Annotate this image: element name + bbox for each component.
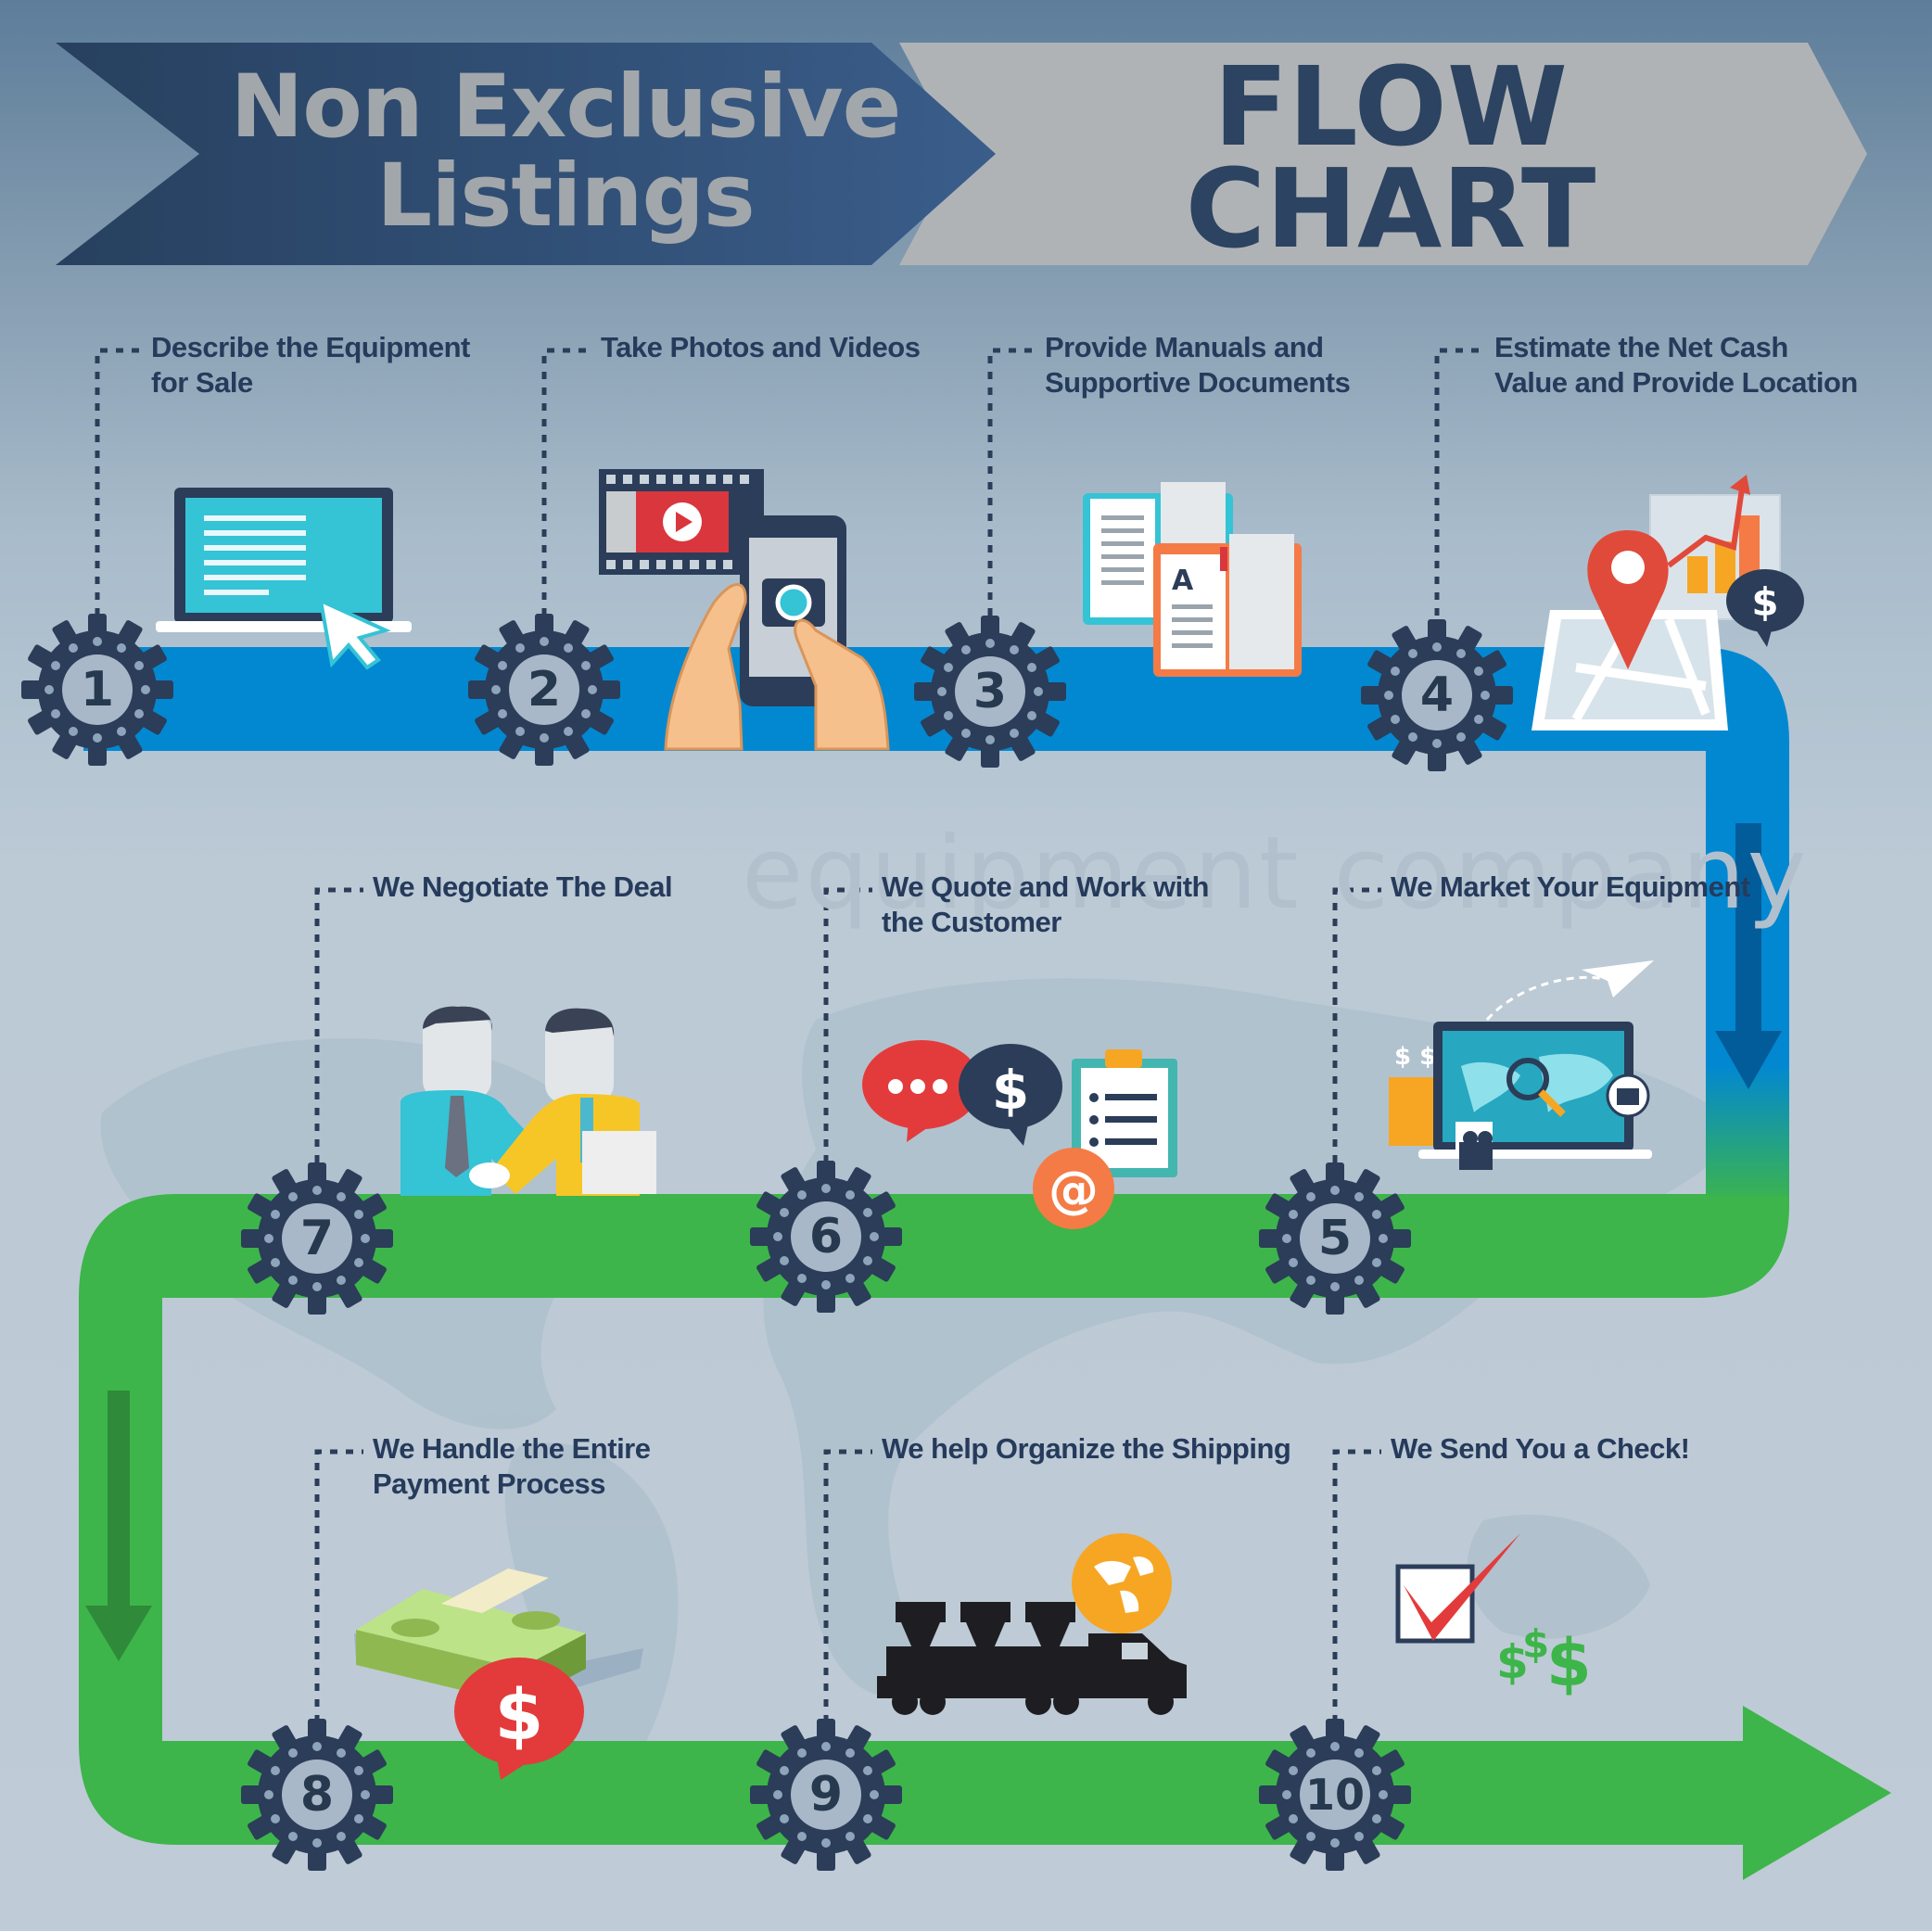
title-banner-left bbox=[56, 43, 996, 265]
step-5-label: We Market Your Equipment bbox=[1391, 870, 1750, 903]
svg-text:$ $: $ $ bbox=[1394, 1043, 1436, 1071]
title-non-exclusive-listings: Non Exclusive Listings bbox=[230, 57, 902, 247]
svg-text:$: $ bbox=[1496, 1635, 1529, 1689]
svg-text:A: A bbox=[1172, 565, 1194, 597]
handshake-icon bbox=[400, 1006, 656, 1196]
svg-text:$: $ bbox=[495, 1673, 544, 1756]
step-8-number: 8 bbox=[299, 1767, 335, 1823]
step-9-label: We help Organize the Shipping bbox=[882, 1432, 1291, 1465]
step-2-number: 2 bbox=[527, 662, 562, 718]
step-10-number: 10 bbox=[1304, 1770, 1365, 1820]
laptop-icon bbox=[156, 488, 412, 670]
world-map-monitor-icon: $ $ bbox=[1389, 960, 1654, 1170]
company-watermark: equipment company bbox=[742, 816, 1809, 932]
step-5-number: 5 bbox=[1317, 1211, 1353, 1266]
svg-text:$: $ bbox=[1751, 579, 1778, 625]
checkbox-dollar-icon: $ $ $ bbox=[1395, 1533, 1592, 1701]
svg-text:$: $ bbox=[992, 1059, 1029, 1122]
step-3-number: 3 bbox=[972, 664, 1008, 719]
chat-bubbles-icon: $ @ bbox=[862, 1040, 1177, 1229]
truck-icon bbox=[877, 1533, 1187, 1715]
svg-text:@: @ bbox=[1049, 1161, 1099, 1219]
step-9-number: 9 bbox=[808, 1767, 844, 1823]
title-flow-chart: FLOW CHART bbox=[1185, 43, 1596, 273]
svg-text:$: $ bbox=[1522, 1621, 1549, 1667]
svg-text:$: $ bbox=[1546, 1625, 1592, 1701]
map-pin-icon: $ bbox=[1532, 475, 1804, 730]
step-10-label: We Send You a Check! bbox=[1391, 1432, 1690, 1465]
step-1-number: 1 bbox=[80, 662, 115, 718]
step-6-number: 6 bbox=[808, 1209, 844, 1264]
money-stack-icon: $ bbox=[354, 1569, 643, 1780]
title-banner-right bbox=[899, 43, 1867, 265]
step-2-label: Take Photos and Videos bbox=[601, 331, 921, 363]
open-book-icon: A bbox=[1083, 482, 1302, 677]
step-7-number: 7 bbox=[299, 1211, 335, 1266]
step-4-number: 4 bbox=[1419, 667, 1455, 723]
smartphone-camera-icon bbox=[599, 469, 890, 751]
step-7-label: We Negotiate The Deal bbox=[373, 870, 673, 903]
dotted-connectors bbox=[95, 348, 1483, 1722]
